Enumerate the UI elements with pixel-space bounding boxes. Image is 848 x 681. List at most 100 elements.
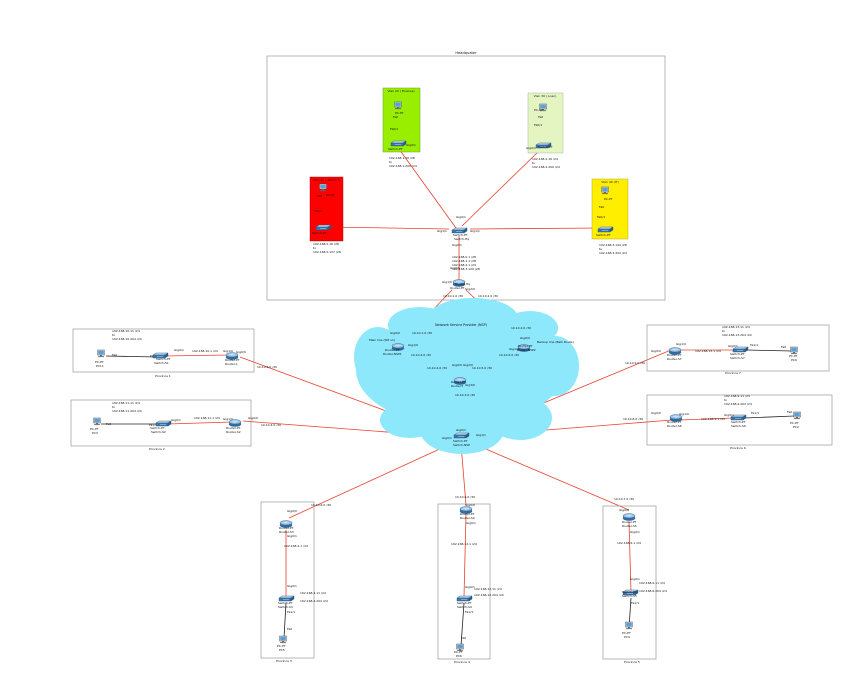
port-label: Gig1/1 [476, 433, 486, 437]
port-label: Gig1/0 [509, 347, 519, 351]
hq-ip-1: 192.168.0.1 /28 [452, 255, 476, 259]
vlan-40-switch-icon[interactable] [597, 226, 614, 233]
vlan-30-title: Vlan 30 ( Loan) [534, 94, 557, 98]
port-label: Fa0 [538, 115, 543, 119]
link-p3-sw-pc [283, 602, 287, 639]
port-label: Fa1/1 [750, 343, 758, 347]
p2-ip-d: 192.168.11.204 /24 [112, 409, 142, 413]
province-1-frame [72, 328, 255, 373]
p2-ip-a: 192.168.11.1 /24 [194, 416, 220, 420]
p2-ip-c: to [112, 405, 115, 409]
port-label: Gig0/0 [520, 336, 530, 340]
p3-pc-icon[interactable] [279, 635, 287, 644]
port-label: Gig0/1 [456, 215, 466, 219]
port-label: Fa0/1 [597, 215, 605, 219]
p2-switch-label: Switch-PT [150, 426, 165, 430]
p4-pc-sub: PC6 [456, 654, 462, 658]
cloud-part [354, 327, 402, 387]
port-label: Fa1/1 [287, 610, 295, 614]
hq-router-label: Router-PT [450, 286, 465, 290]
vlan-30-devices: PC-PT Fa0 Fa0/1 Switch-PT Gig0/1 192.168… [526, 103, 560, 169]
nsp-switch-icon[interactable] [453, 432, 470, 439]
province-3-devices: Gig0/0 Router-PT Router-S3 Gig0/1 192.16… [277, 509, 328, 652]
cloud-part [488, 396, 552, 440]
p5-switch-sub: Switch-S5 [622, 594, 637, 598]
p6-router-sub: Router-S6 [667, 424, 682, 428]
nsp-switch-label: Switch-PT [453, 439, 468, 443]
province-6-devices: 192.168.9.11 /24 to 192.168.9.204 /24 Gi… [651, 394, 801, 429]
vlan-20-pc-label: PC-PT [395, 111, 404, 115]
p1-ip-a: 192.168.10.1 /24 [192, 349, 218, 353]
p4-switch-label: Switch-PT [457, 601, 472, 605]
province-7-title: Province 7 [725, 371, 741, 375]
p7-switch-sub: Switch-S7 [730, 356, 745, 360]
p3-ip-a: 192.168.4.1 /24 [284, 544, 308, 548]
port-label: Gig0/1 [728, 344, 738, 348]
p7-router-sub: Router-S7 [667, 357, 682, 361]
vlan-40-ip-end: 192.168.3.204 /24 [599, 251, 627, 255]
p4-switch-sub: Switch-S4 [457, 605, 472, 609]
link-p6-router-sw [679, 417, 735, 421]
p6-pc-icon[interactable] [793, 411, 801, 420]
vlan-10-pc-label: PC-PT [326, 193, 335, 197]
p7-pc-sub: PC9 [791, 358, 797, 362]
vlan-10-switch-icon[interactable] [315, 224, 332, 231]
link-hq-v10 [326, 226, 450, 230]
province-2-devices: 192.168.11.11 /24 to 192.168.11.204 /24 … [90, 401, 258, 435]
p7-ip-c: to [722, 329, 725, 333]
nsp2-r3-ip: 10.10.5.0 /30 [499, 353, 519, 357]
nsp-devices: 10.10.1.0 /30 Gig0/0 Router-PT Router-NS… [383, 326, 536, 447]
p6-switch-sub: Switch-S6 [731, 424, 746, 428]
link-hq-v30 [461, 149, 541, 227]
p6-router-label: Router-PT [667, 420, 682, 424]
link-sw-p4 [460, 443, 467, 506]
link-sw-p3 [288, 441, 456, 519]
province-3-frame [260, 501, 315, 659]
nsp3-router-sub: Router3 [451, 384, 463, 388]
p2-ip-b: 192.168.11.11 /24 [112, 401, 140, 405]
vlan-20-switch-label: Switch-PT [388, 147, 403, 151]
link-p1-sw-router [164, 354, 230, 357]
province-6-frame [646, 394, 833, 446]
cloud-part [428, 298, 518, 338]
p6-ip-a: 192.168.9.1 /24 [701, 417, 725, 421]
port-label: Fa0 [287, 627, 292, 631]
p1-pc-icon[interactable] [97, 349, 105, 358]
p7-ip-a: 192.168.13.1 /24 [695, 349, 721, 353]
port-label: Gig2/0 [463, 363, 473, 367]
port-label: Fa0 [106, 422, 111, 426]
p3-ip-d: 192.168.4.204 /24 [300, 599, 328, 603]
link-p5-router-sw [628, 521, 632, 593]
p5-pc-icon[interactable] [625, 621, 633, 630]
port-label: Fa0 [461, 636, 466, 640]
p2-router-label: Router-PT [226, 426, 241, 430]
port-label: Gig0/1 [630, 530, 640, 534]
port-label: Fa1/1 [751, 411, 759, 415]
port-label: Gig0/0 [651, 349, 661, 353]
port-label: Gig0/0 [450, 266, 460, 270]
province-3-title: Province 3 [276, 659, 292, 663]
port-label: Gig0/1 [465, 585, 475, 589]
province-4-devices: Gig0/0 Router-PT Router-S4 Gig0/1 192.16… [451, 503, 504, 658]
hq-core-switch-label: Switch-PT [453, 233, 468, 237]
province-1-title: Province 1 [155, 374, 171, 378]
hq-ip-4: 192.168.3.129 /28 [452, 267, 480, 271]
p7-router-label: Router-PT [667, 353, 682, 357]
link-p3-label: 10.10.6.0 /30 [311, 503, 331, 507]
vlan-10-title: Vlan 10 ( Admin ) [313, 178, 339, 182]
p1-ip-b: 192.168.10.11 /24 [112, 329, 140, 333]
p4-router-sub: Router-S4 [460, 516, 475, 520]
nsp2-router-sub: Router-NSP2 [517, 348, 536, 352]
link-sw-p5 [466, 440, 630, 511]
province-4-title: Province 4 [454, 660, 470, 664]
port-label: Gig3/0 [465, 383, 475, 387]
link-p7-label: 10.10.9.0 /30 [625, 361, 645, 365]
p4-ip-d: 192.168.12.204 /24 [474, 593, 504, 597]
vlan-20-switch-icon[interactable] [390, 140, 407, 147]
p2-pc-icon[interactable] [93, 417, 101, 426]
nsp3-router-label: Router-PT [451, 380, 466, 384]
vlan-10-switch-label: Switch-PT [312, 231, 327, 235]
p6-pc-sub: PC2 [793, 425, 799, 429]
port-label: Gig1/1 [437, 229, 447, 233]
p1-ip-c: to [112, 333, 115, 337]
